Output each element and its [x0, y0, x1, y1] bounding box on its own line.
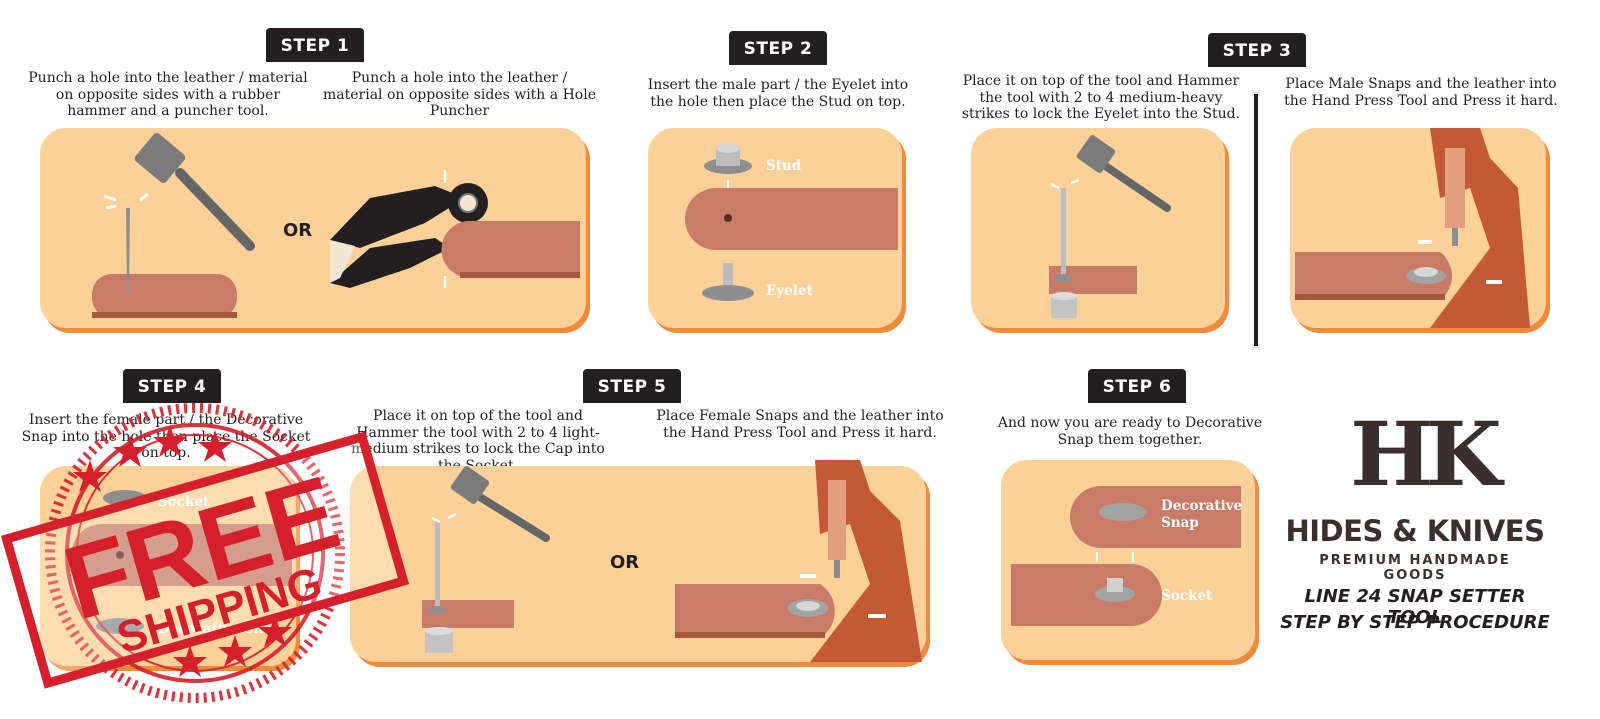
- rubber-hammer-icon: [134, 132, 255, 251]
- procedure-title-line-1: LINE 24 SNAP SETTER TOOL: [1304, 586, 1526, 628]
- hand-press-icon: [810, 460, 922, 662]
- leather-strip: [1295, 252, 1452, 300]
- step-3-badge: STEP 3: [1208, 33, 1306, 67]
- leather-strip: [92, 274, 237, 318]
- step-5-caption-hammer: Place it on top of the tool and Hammer t…: [351, 408, 605, 474]
- step-5-panel: OR: [350, 460, 926, 662]
- step-2-illustration: Stud Eyelet: [685, 143, 898, 301]
- stud-icon: [704, 143, 752, 174]
- eyelet-icon: [702, 263, 754, 301]
- step-5-or: OR: [610, 552, 640, 573]
- procedure-title-line-2: STEP BY STEP PROCEDURE: [1280, 612, 1550, 633]
- leather-strip: [675, 584, 835, 638]
- step-1-caption-puncher: Punch a hole into the leather / material…: [323, 70, 596, 119]
- brand-name: HIDES & KNIVES: [1285, 514, 1545, 548]
- step-3a-illustration: [1049, 135, 1171, 318]
- step-3-caption-press: Place Male Snaps and the leather into th…: [1284, 76, 1558, 109]
- step-1-caption-hammer: Punch a hole into the leather / material…: [28, 70, 308, 119]
- leather-strip: [71, 524, 292, 586]
- step-6-caption: And now you are ready to Decorative Snap…: [997, 415, 1263, 448]
- step-2-caption: Insert the male part / the Eyelet into t…: [647, 77, 909, 110]
- step-5-badge: STEP 5: [583, 369, 681, 403]
- step-1-or: OR: [283, 220, 313, 241]
- brand-tagline: PREMIUM HANDMADE GOODS: [1319, 553, 1511, 583]
- hammer-icon: [1076, 135, 1171, 212]
- brand-monogram: HK: [1350, 402, 1502, 506]
- hand-press-icon: [1430, 128, 1530, 328]
- leather-strip: [685, 188, 898, 250]
- step-6-badge: STEP 6: [1088, 369, 1186, 403]
- hole-puncher-icon: [330, 170, 488, 288]
- stamp-stars: [73, 425, 292, 677]
- step-4-label-socket: Socket: [158, 494, 210, 510]
- leather-strip: [1070, 486, 1241, 548]
- step-1-panel: OR: [40, 128, 586, 328]
- step-2-badge: STEP 2: [729, 31, 827, 65]
- step-3b-panel: [1290, 128, 1546, 328]
- step-5-caption-press: Place Female Snaps and the leather into …: [656, 408, 944, 441]
- step-divider: [1254, 94, 1258, 346]
- step-2-label-stud: Stud: [766, 158, 802, 174]
- puncher-tool: [126, 208, 130, 293]
- step-1-badge: STEP 1: [266, 28, 364, 62]
- step-3b-illustration: [1295, 128, 1530, 328]
- step-2-panel: Stud Eyelet: [648, 128, 902, 328]
- step-1-illustration: [92, 132, 580, 318]
- step-3a-panel: [971, 128, 1225, 328]
- step-5-illustration: [422, 460, 922, 662]
- step-3-caption-hammer: Place it on top of the tool and Hammer t…: [961, 73, 1241, 122]
- leather-strip: [441, 221, 580, 278]
- leather-strip: [1011, 564, 1162, 626]
- hammer-icon: [450, 466, 550, 542]
- step-4-panel: Socket Decorative Snap: [40, 466, 296, 666]
- step-4-badge: STEP 4: [123, 369, 221, 403]
- stamp-banner: [0, 431, 410, 689]
- step-2-label-eyelet: Eyelet: [766, 283, 813, 299]
- free-shipping-stamp: FREE SHIPPING: [0, 403, 410, 703]
- step-6-label-socket: Socket: [1161, 588, 1213, 604]
